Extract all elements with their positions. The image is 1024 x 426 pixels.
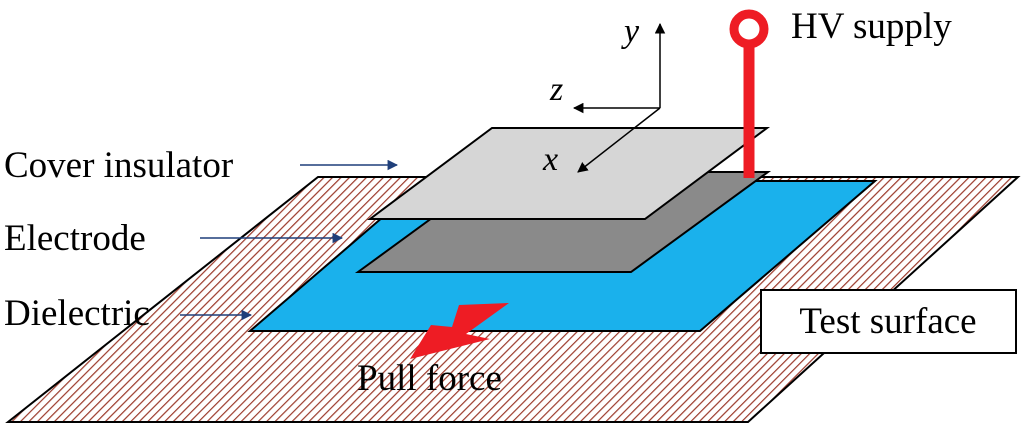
hv-supply-label: HV supply [791,6,952,47]
axis-x-label: x [542,141,558,178]
test-surface-label: Test surface [799,301,976,342]
axis-z-label: z [549,71,563,108]
axis-y-label: y [621,13,640,50]
pull-force-arrow [410,303,509,359]
cover-insulator-label: Cover insulator [4,145,233,186]
electrode-label: Electrode [4,218,146,259]
dielectric-label: Dielectric [4,293,150,334]
coordinate-axes [572,22,666,173]
test-surface-label-box [760,289,1017,354]
pull-force-label: Pull force [357,358,502,399]
cover-insulator-layer [366,127,771,220]
hv-terminal [729,9,769,49]
